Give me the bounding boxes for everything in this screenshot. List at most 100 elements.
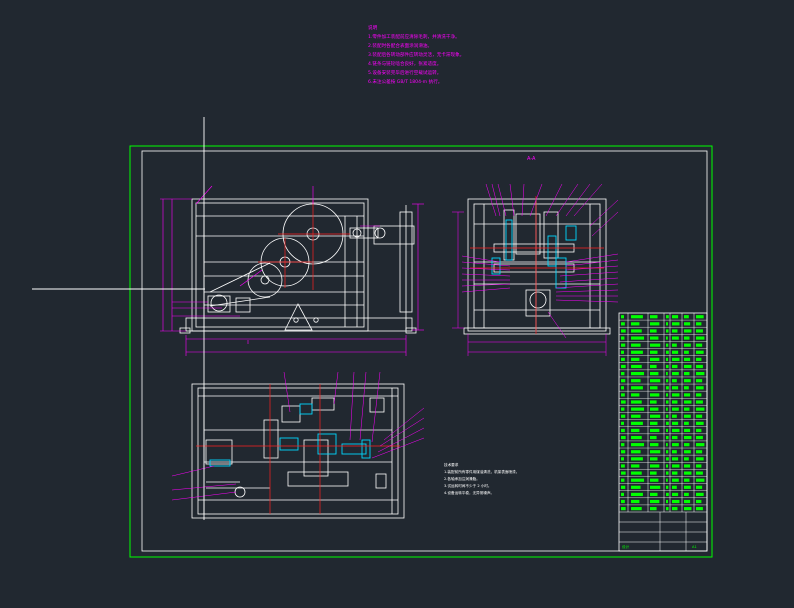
bom-cell	[666, 336, 668, 340]
bom-cell	[666, 343, 669, 347]
bom-cell	[696, 464, 702, 468]
bom-cell	[631, 343, 641, 347]
bom-cell	[650, 357, 660, 361]
bom-cell	[672, 322, 680, 326]
bom-cell	[684, 492, 689, 497]
bom-cell	[672, 315, 679, 319]
bom-cell	[666, 507, 669, 511]
bom-cell	[631, 464, 640, 468]
bom-cell	[672, 443, 679, 447]
bom-cell	[621, 499, 625, 504]
bom-rows	[619, 319, 707, 506]
bom-cell	[631, 485, 641, 489]
bom-cell	[684, 371, 690, 376]
bom-cell-text	[621, 315, 705, 511]
bom-cell	[666, 400, 669, 404]
bom-cell	[684, 343, 691, 347]
bom-cell	[696, 336, 705, 340]
bom-cell	[621, 329, 626, 333]
bom-cell	[672, 471, 678, 475]
bom-cell	[696, 343, 703, 347]
bom-cell	[631, 471, 642, 475]
bom-cell	[696, 364, 703, 369]
bom-cell	[696, 421, 704, 425]
bom-cell	[672, 485, 677, 489]
title-block-footer-right: A1	[692, 545, 697, 549]
bom-cell	[650, 364, 657, 369]
bom-cell	[684, 499, 691, 504]
bom-cell	[696, 507, 703, 511]
sheet-outer-border	[129, 145, 713, 558]
bom-cell	[621, 478, 625, 482]
notes-top-line-5: 5.设备安装完毕后进行空载试运转。	[368, 69, 441, 76]
bom-cell	[631, 379, 641, 383]
bom-cell	[672, 478, 679, 482]
bom-cell	[696, 492, 704, 497]
bom-cell	[684, 457, 689, 461]
bom-cell	[672, 457, 679, 461]
bom-cell	[696, 407, 705, 411]
bom-cell	[672, 386, 679, 390]
notes-bottom-line-1: 1.装配前所有零件用煤油清洗，机架表面喷漆。	[444, 469, 519, 474]
bom-cell	[650, 485, 661, 489]
bom-cell	[631, 499, 640, 504]
bom-cell	[684, 315, 689, 319]
bom-cell	[650, 414, 661, 418]
bom-cell	[621, 414, 626, 418]
bom-cell	[621, 379, 626, 383]
notes-top-title: 说明	[368, 24, 378, 31]
bom-cell	[684, 450, 691, 454]
notes-bottom-line-3: 3.试运转时间不少于 2 小时。	[444, 483, 492, 488]
bom-cell	[631, 428, 640, 433]
front-view-red	[258, 200, 350, 290]
notes-bottom: 技术要求 1.装配前所有零件用煤油清洗，机架表面喷漆。 2.各轴承加注润滑脂。 …	[444, 462, 519, 495]
bom-cell	[666, 435, 669, 440]
notes-bottom-line-2: 2.各轴承加注润滑脂。	[444, 476, 480, 481]
bom-cell	[672, 357, 680, 361]
bom-cell	[672, 364, 678, 369]
bom-cell	[621, 343, 626, 347]
bom-cell	[696, 428, 702, 433]
front-view[interactable]	[179, 198, 417, 334]
bom-cell	[666, 414, 669, 418]
bom-cell	[684, 400, 692, 404]
plan-view[interactable]	[171, 371, 425, 519]
bom-cell	[621, 407, 625, 411]
bom-cell	[621, 464, 625, 468]
bom-cell	[650, 421, 658, 425]
bom-cell	[631, 364, 642, 369]
bom-cell	[650, 400, 657, 404]
bom-cell	[621, 471, 626, 475]
bom-cell	[696, 414, 703, 418]
side-view-title: A-A	[527, 156, 536, 162]
bom-cell	[684, 485, 691, 489]
bom-cell	[621, 428, 625, 433]
bom-cell	[631, 478, 645, 482]
bom-cell	[666, 357, 669, 361]
bom-cell	[684, 435, 692, 440]
bom-cell	[650, 492, 658, 497]
bom-cell	[666, 350, 669, 354]
bom-cell	[666, 499, 669, 504]
notes-top-line-3: 3.装配后各转动部件应转动灵活，无卡滞现象。	[368, 51, 464, 58]
bom-cell	[621, 485, 626, 489]
bom-cell	[621, 492, 624, 497]
bom-cell	[672, 435, 678, 440]
bom-cell	[631, 443, 645, 447]
bom-cell	[621, 371, 625, 376]
bom-cell	[650, 471, 657, 475]
bom-cell	[696, 350, 704, 354]
bom-cell	[696, 371, 705, 376]
bom-cell	[684, 386, 689, 390]
side-view[interactable]: A-A	[452, 156, 619, 356]
bom-cell	[666, 371, 668, 376]
bom-cell	[621, 400, 626, 404]
title-block[interactable]: 设计 A1	[618, 312, 708, 552]
bom-cell	[696, 400, 703, 404]
bom-cell	[631, 336, 645, 340]
bom-cell	[621, 315, 624, 319]
bom-cell	[621, 443, 625, 447]
bom-cell	[621, 450, 626, 454]
bom-cell	[684, 414, 691, 418]
